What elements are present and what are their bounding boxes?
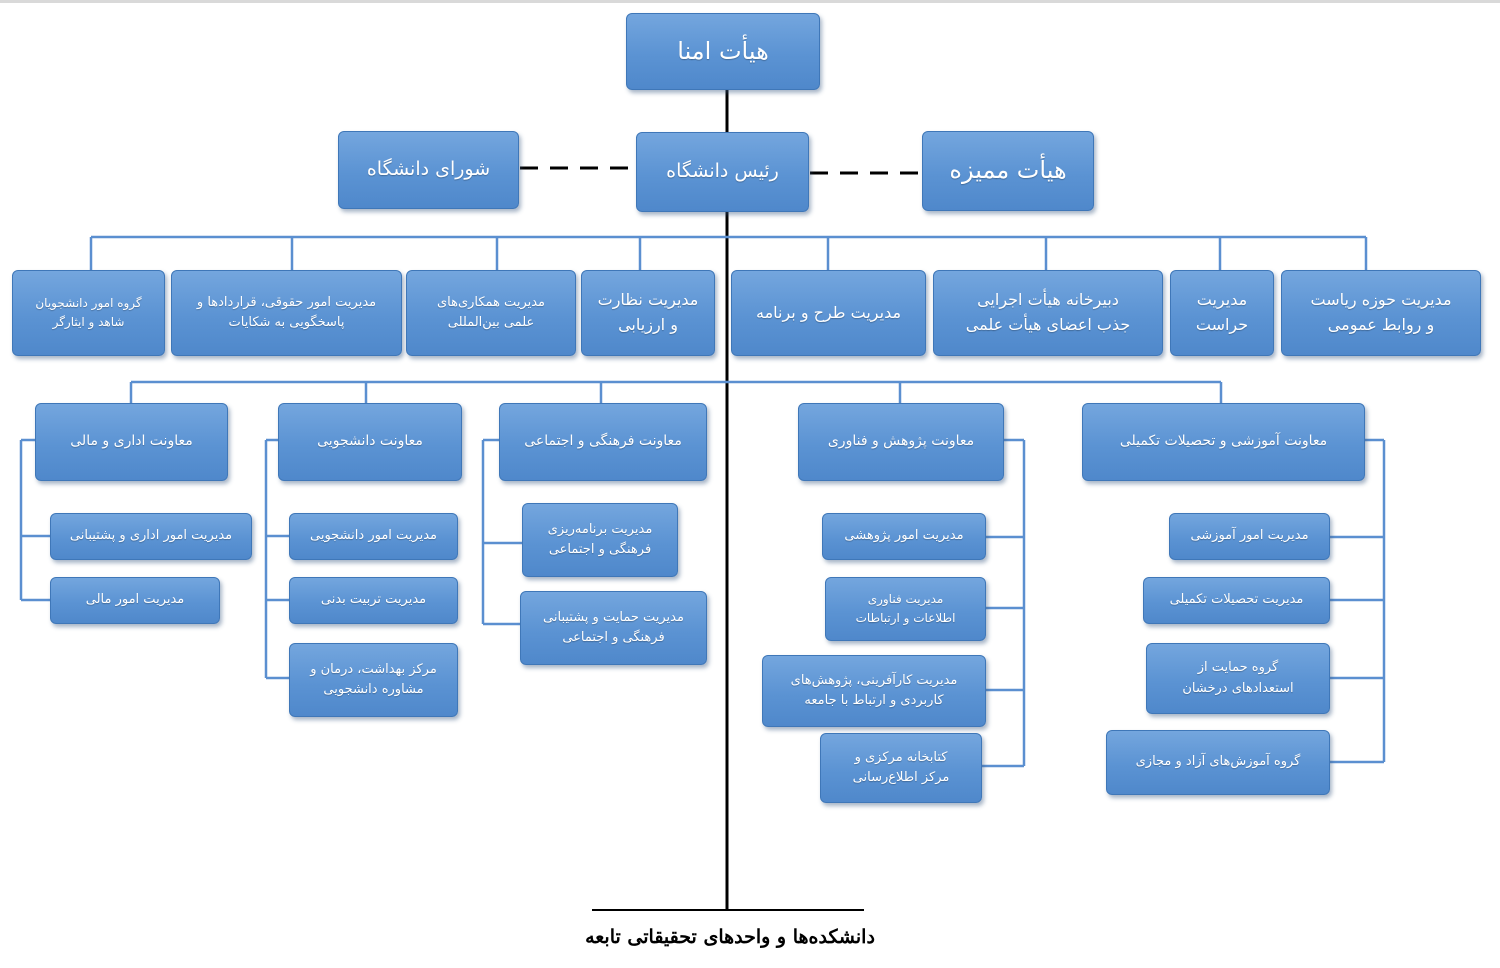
unit-box: مرکز بهداشت، درمان و مشاوره دانشجویی <box>289 643 458 717</box>
unit-line: مشاوره دانشجویی <box>323 682 424 697</box>
vice-presidency-admin-finance: معاونت اداری و مالی <box>35 403 228 481</box>
direct-unit-line: گروه امور دانشجویان <box>35 296 142 311</box>
unit-line: کاربردی و ارتباط با جامعه <box>804 693 944 708</box>
audit-board-box: هیأت ممیزه <box>922 131 1094 211</box>
vice-presidency-title: معاونت فرهنگی و اجتماعی <box>524 433 682 450</box>
branch-student <box>264 438 289 680</box>
unit-line: مدیریت امور آموزشی <box>1190 528 1309 544</box>
branch-education <box>1330 438 1386 764</box>
direct-unit-box: مدیریت همکاری‌های علمی بین‌المللی <box>406 270 576 356</box>
audit-board-label: هیأت ممیزه <box>949 156 1067 185</box>
unit-line: مدیریت برنامه‌ریزی <box>547 521 653 537</box>
unit-line: فرهنگی و اجتماعی <box>548 542 652 557</box>
university-president-box: رئیس دانشگاه <box>636 132 809 212</box>
unit-box: گروه آموزش‌های آزاد و مجازی <box>1106 730 1330 795</box>
direct-unit-box: گروه امور دانشجویان شاهد و ایثارگر <box>12 270 165 356</box>
branch-admin <box>19 438 50 602</box>
unit-box: گروه حمایت از استعدادهای درخشان <box>1146 643 1330 714</box>
unit-line: مدیریت امور دانشجویی <box>310 528 437 544</box>
vice-presidency-title: معاونت پژوهش و فناوری <box>827 433 975 450</box>
unit-box: مدیریت حمایت و پشتیبانی فرهنگی و اجتماعی <box>520 591 707 665</box>
unit-box: مدیریت امور مالی <box>50 577 220 624</box>
unit-line: اطلاعات و ارتباطات <box>855 611 956 625</box>
unit-box: مدیریت تحصیلات تکمیلی <box>1143 577 1330 624</box>
vice-presidency-title: معاونت آموزشی و تحصیلات تکمیلی <box>1119 433 1328 450</box>
direct-unit-line: مدیریت همکاری‌های <box>436 294 546 310</box>
unit-box: مدیریت امور آموزشی <box>1169 513 1330 560</box>
direct-unit-box: مدیریت امور حقوقی، قراردادها و پاسخگویی … <box>171 270 402 356</box>
direct-unit-box: مدیریت حوزه ریاست و روابط عمومی <box>1281 270 1481 356</box>
unit-line: مدیریت کارآفرینی، پژوهش‌های <box>790 672 958 688</box>
direct-unit-line: مدیریت <box>1196 290 1248 310</box>
direct-units-bus <box>89 235 1368 272</box>
unit-line: مرکز بهداشت، درمان و <box>310 661 437 677</box>
direct-unit-line: و ارزیابی <box>618 315 678 334</box>
unit-line: گروه آموزش‌های آزاد و مجازی <box>1135 754 1301 770</box>
direct-unit-line: مدیریت طرح و برنامه <box>755 302 902 322</box>
unit-line: مرکز اطلاع‌رسانی <box>852 770 950 785</box>
direct-unit-line: علمی بین‌المللی <box>447 315 535 330</box>
vice-presidency-title: معاونت اداری و مالی <box>70 433 193 450</box>
direct-unit-box: مدیریت حراست <box>1170 270 1274 356</box>
direct-unit-line: شاهد و ایثارگر <box>52 315 125 329</box>
unit-line: مدیریت تربیت بدنی <box>320 592 427 608</box>
direct-unit-line: دبیرخانه هیأت اجرایی <box>977 290 1119 310</box>
direct-unit-line: مدیریت حوزه ریاست <box>1310 290 1452 310</box>
direct-unit-line: مدیریت نظارت <box>597 290 699 310</box>
vice-presidency-cultural: معاونت فرهنگی و اجتماعی <box>499 403 707 481</box>
unit-line: مدیریت امور مالی <box>85 592 185 608</box>
unit-box: مدیریت کارآفرینی، پژوهش‌های کاربردی و ار… <box>762 655 986 727</box>
university-president-label: رئیس دانشگاه <box>666 160 779 183</box>
unit-line: فرهنگی و اجتماعی <box>562 630 665 645</box>
board-of-trustees-box: هیأت امنا <box>626 13 820 90</box>
unit-line: مدیریت حمایت و پشتیبانی <box>543 609 684 625</box>
direct-unit-box: مدیریت نظارت و ارزیابی <box>581 270 715 356</box>
unit-box: کتابخانه مرکزی و مرکز اطلاع‌رسانی <box>820 733 982 803</box>
direct-unit-line: مدیریت امور حقوقی، قراردادها و <box>196 294 377 310</box>
branch-cultural <box>481 438 522 626</box>
unit-line: مدیریت فناوری <box>867 592 944 607</box>
unit-line: کتابخانه مرکزی و <box>854 749 948 765</box>
board-of-trustees-label: هیأت امنا <box>677 36 769 65</box>
direct-unit-box: مدیریت طرح و برنامه <box>731 270 926 356</box>
unit-box: مدیریت امور پژوهشی <box>822 513 986 560</box>
unit-line: استعدادهای درخشان <box>1182 680 1294 696</box>
top-rule <box>0 0 1500 3</box>
direct-unit-line: جذب اعضای هیأت علمی <box>965 315 1131 334</box>
vice-presidency-title: معاونت دانشجویی <box>317 433 423 450</box>
vice-presidency-research: معاونت پژوهش و فناوری <box>798 403 1004 481</box>
footer-caption: دانشکده‌ها و واحدهای تحقیقاتی تابعه <box>585 926 875 948</box>
direct-unit-line: و روابط عمومی <box>1327 315 1435 334</box>
direct-unit-line: پاسخگویی به شکایات <box>228 315 345 330</box>
unit-line: مدیریت تحصیلات تکمیلی <box>1169 592 1304 608</box>
unit-box: مدیریت برنامه‌ریزی فرهنگی و اجتماعی <box>522 503 678 577</box>
unit-box: مدیریت امور دانشجویی <box>289 513 458 560</box>
university-council-box: شورای دانشگاه <box>338 131 519 209</box>
branch-research <box>982 438 1026 768</box>
unit-box: مدیریت فناوری اطلاعات و ارتباطات <box>825 577 986 641</box>
unit-box: مدیریت تربیت بدنی <box>289 577 458 624</box>
unit-line: گروه حمایت از <box>1197 660 1279 676</box>
university-council-label: شورای دانشگاه <box>366 158 491 181</box>
unit-line: مدیریت امور پژوهشی <box>844 528 964 544</box>
vice-presidency-education: معاونت آموزشی و تحصیلات تکمیلی <box>1082 403 1365 481</box>
unit-box: مدیریت امور اداری و پشتیبانی <box>50 513 252 560</box>
vice-presidencies-bus <box>129 380 1223 405</box>
unit-line: مدیریت امور اداری و پشتیبانی <box>69 528 233 544</box>
vice-presidency-student: معاونت دانشجویی <box>278 403 462 481</box>
direct-unit-line: حراست <box>1195 315 1249 334</box>
direct-unit-box: دبیرخانه هیأت اجرایی جذب اعضای هیأت علمی <box>933 270 1163 356</box>
